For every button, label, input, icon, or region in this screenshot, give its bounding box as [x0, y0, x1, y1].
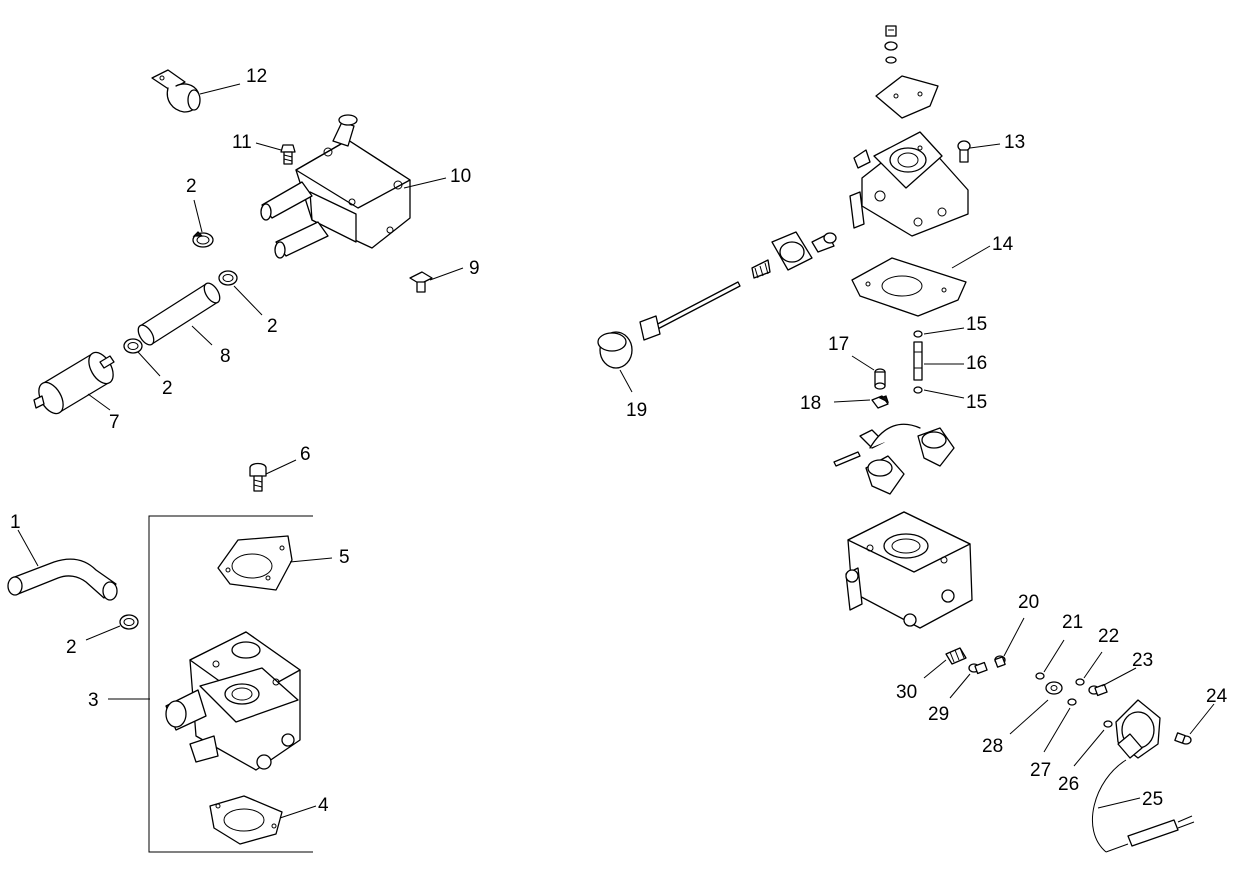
callout-25: 25 — [1142, 789, 1163, 810]
callout-18: 18 — [800, 393, 821, 414]
part-10-fuel-pump — [260, 114, 411, 259]
part-30-spring — [945, 647, 967, 665]
part-29-screw — [968, 661, 988, 675]
part-12-clamp — [151, 69, 201, 113]
part-22-washer — [1075, 678, 1085, 686]
callout-26: 26 — [1058, 774, 1079, 795]
callout-16: 16 — [966, 353, 987, 374]
callout-29: 29 — [928, 704, 949, 725]
part-26-o-ring — [1103, 720, 1113, 728]
part-2-hose-clamp — [192, 231, 214, 248]
part-9-clip-nut — [409, 271, 433, 293]
part-19-plug — [597, 331, 633, 369]
callout-3: 3 — [88, 690, 99, 711]
callout-14: 14 — [992, 234, 1014, 255]
callout-11: 11 — [232, 132, 252, 153]
callout-8: 8 — [220, 346, 231, 367]
part-23-screw — [1088, 683, 1108, 697]
part-27-o-ring — [1067, 698, 1077, 706]
part-3-carburetor-assembly — [165, 631, 301, 771]
callout-23: 23 — [1132, 650, 1153, 671]
part-15-16-pin-and-o-rings — [913, 330, 923, 394]
part-5-gasket — [217, 535, 293, 591]
callout-13: 13 — [1004, 132, 1025, 153]
callout-4: 4 — [318, 795, 329, 816]
part-24-screw — [1174, 732, 1192, 745]
part-float-assembly — [833, 423, 955, 495]
callout-22: 22 — [1098, 626, 1119, 647]
part-2-hose-clamp — [119, 614, 139, 630]
part-2-hose-clamp — [218, 270, 238, 286]
callout-28: 28 — [982, 736, 1003, 757]
callout-15: 15 — [966, 392, 987, 413]
callout-2: 2 — [162, 378, 173, 399]
callout-15: 15 — [966, 314, 987, 335]
callout-24: 24 — [1206, 686, 1228, 707]
callout-2: 2 — [66, 637, 77, 658]
part-6-bolt — [249, 462, 267, 492]
assembly-bracket — [148, 515, 313, 853]
callout-19: 19 — [626, 400, 647, 421]
callout-7: 7 — [109, 412, 120, 433]
part-14-gasket — [851, 257, 967, 317]
part-13-screw — [957, 140, 971, 163]
callout-2: 2 — [267, 316, 278, 337]
leader-lines — [17, 83, 1215, 819]
callout-5: 5 — [339, 547, 350, 568]
part-8-fuel-hose — [137, 282, 221, 346]
part-25-fuel-solenoid — [1092, 699, 1195, 853]
part-7-fuel-filter — [33, 351, 115, 415]
part-28-nozzle — [1045, 681, 1063, 695]
callout-labels: 12 11 10 2 9 2 8 2 7 6 1 5 2 3 4 13 14 1… — [10, 66, 1228, 816]
part-carburetor-upper-body — [849, 131, 969, 237]
callout-6: 6 — [300, 444, 311, 465]
part-21-washer — [1035, 672, 1045, 680]
callout-12: 12 — [246, 66, 267, 87]
callout-30: 30 — [896, 682, 917, 703]
part-17-jet — [874, 368, 886, 390]
callout-27: 27 — [1030, 760, 1051, 781]
callout-21: 21 — [1062, 612, 1083, 633]
callout-17: 17 — [828, 334, 849, 355]
callout-2: 2 — [186, 176, 197, 197]
part-4-gasket — [209, 795, 283, 845]
part-top-screw-stack — [884, 25, 898, 64]
part-carburetor-lower-body — [845, 511, 973, 629]
callout-20: 20 — [1018, 592, 1039, 613]
callout-10: 10 — [450, 166, 471, 187]
part-choke-shaft-assembly — [639, 231, 837, 341]
callout-1: 1 — [10, 512, 21, 533]
part-2-hose-clamp — [123, 338, 143, 354]
callout-9: 9 — [469, 258, 480, 279]
part-11-screw — [280, 144, 296, 165]
part-cover-plate — [875, 75, 939, 119]
part-1-elbow-hose — [7, 558, 118, 601]
part-20-screw — [994, 655, 1006, 668]
part-18-clip — [871, 395, 890, 409]
